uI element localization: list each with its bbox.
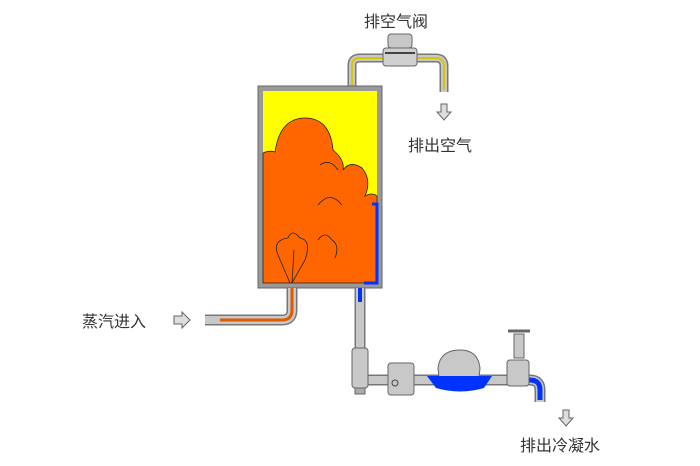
tank <box>257 85 383 289</box>
steam-inlet-pipe <box>205 288 298 326</box>
steam-in-label: 蒸汽进入 <box>82 312 147 331</box>
air-out-arrow-icon <box>435 103 453 121</box>
air-vent-valve-label: 排空气阀 <box>364 12 429 31</box>
steam-trap-body <box>387 362 415 396</box>
steam-in-arrow-icon <box>173 310 191 330</box>
steam-trap[interactable] <box>427 349 492 392</box>
condensate-out-label: 排出冷凝水 <box>520 436 601 455</box>
air-vent-valve[interactable] <box>382 33 418 67</box>
condensate-out-arrow-icon <box>557 409 575 427</box>
condensate-pipe <box>354 288 546 402</box>
air-out-label: 排出空气 <box>408 136 473 155</box>
strainer <box>351 347 369 395</box>
gate-valve[interactable] <box>506 329 530 387</box>
